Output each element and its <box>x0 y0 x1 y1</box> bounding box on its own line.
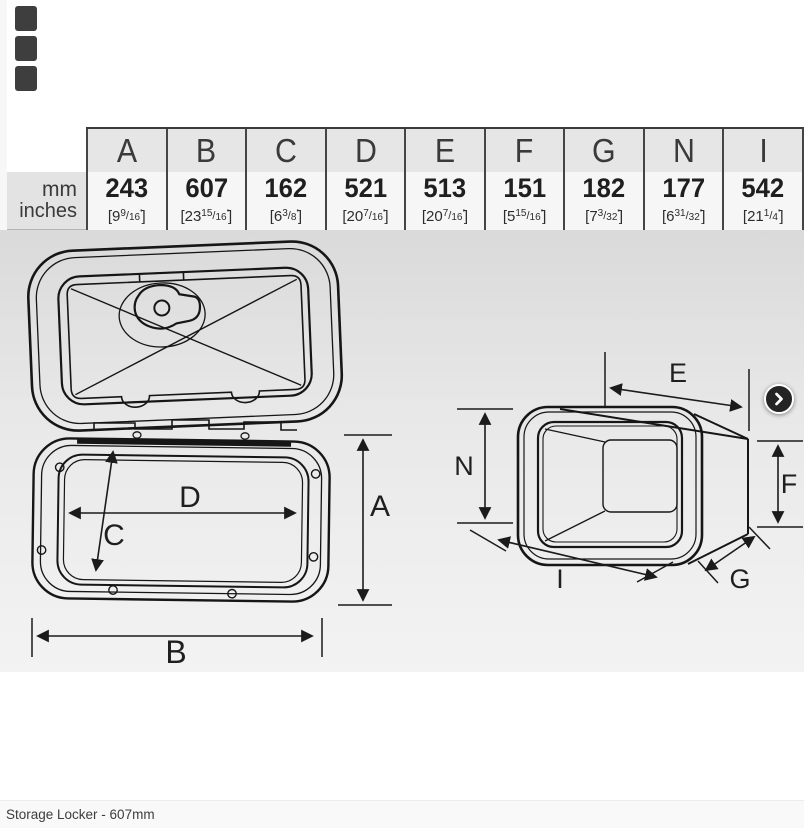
screw-hole <box>310 468 321 479</box>
latch-escutcheon <box>118 282 206 348</box>
dim-label-B: B <box>165 634 186 670</box>
latch-handle <box>133 283 202 330</box>
dim-label-N: N <box>454 451 474 481</box>
col-C-values: 162 [63/8''] <box>245 172 325 230</box>
col-G-header: G <box>563 129 643 172</box>
screw-hole <box>54 462 65 473</box>
dim-arrow-C <box>91 450 118 572</box>
col-A-header: A <box>86 129 166 172</box>
col-B-header: B <box>165 129 246 172</box>
dim-label-F: F <box>781 469 798 499</box>
dim-label-E: E <box>669 358 687 388</box>
dimension-table: A B C D E F G N I 243 [99/16''] 607 [231… <box>86 127 804 233</box>
dim-label-A: A <box>370 490 390 523</box>
product-caption: Storage Locker - 607mm <box>6 807 155 822</box>
chevron-right-icon <box>775 392 783 406</box>
page-left-gutter <box>0 0 7 230</box>
col-N-header: N <box>642 129 723 172</box>
col-A-values: 243 [99/16''] <box>86 172 166 230</box>
col-I-header: I <box>722 129 802 172</box>
col-F-header: F <box>483 129 564 172</box>
dim-label-D: D <box>179 481 201 514</box>
technical-drawing-panel: D C A B E N <box>0 230 804 672</box>
locker-box-3d <box>516 405 749 567</box>
row-label-inches: inches <box>19 200 77 222</box>
dim-label-C: C <box>103 519 125 552</box>
col-I-values: 542 [211/4''] <box>722 172 802 230</box>
latch-keyhole <box>153 299 171 317</box>
box-interior-back-wall <box>602 439 678 513</box>
hatch-base-frame <box>31 437 331 603</box>
col-C-header: C <box>245 129 325 172</box>
col-D-header: D <box>324 129 405 172</box>
next-image-button[interactable] <box>764 384 794 414</box>
dim-arrow-G <box>704 535 756 572</box>
row-label-mm: mm <box>42 178 77 201</box>
gallery-thumbnail-1[interactable] <box>15 6 37 31</box>
hatch-hinge <box>93 419 297 440</box>
col-E-header: E <box>404 129 484 172</box>
col-D-values: 521 [207/16''] <box>324 172 405 230</box>
table-row-label: mm inches <box>7 172 86 230</box>
hatch-drawing-svg: D C A B E N <box>26 240 803 670</box>
col-E-values: 513 [207/16''] <box>404 172 484 230</box>
screw-hole <box>308 551 319 562</box>
open-hatch-lid <box>26 240 344 432</box>
screw-hole <box>108 585 118 595</box>
gallery-thumbnail-2[interactable] <box>15 36 37 61</box>
col-B-values: 607 [2315/16''] <box>165 172 246 230</box>
dim-label-I: I <box>556 564 564 594</box>
col-G-values: 182 [73/32''] <box>563 172 643 230</box>
gallery-thumbnail-3[interactable] <box>15 66 37 91</box>
col-N-values: 177 [631/32''] <box>642 172 723 230</box>
dim-arrow-I <box>497 536 658 581</box>
caption-bar: Storage Locker - 607mm <box>0 800 804 828</box>
dim-label-G: G <box>729 564 750 594</box>
screw-hole <box>227 588 237 599</box>
dim-arrow-E <box>609 383 743 412</box>
col-F-values: 151 [515/16''] <box>483 172 564 230</box>
screw-hole <box>36 545 47 555</box>
